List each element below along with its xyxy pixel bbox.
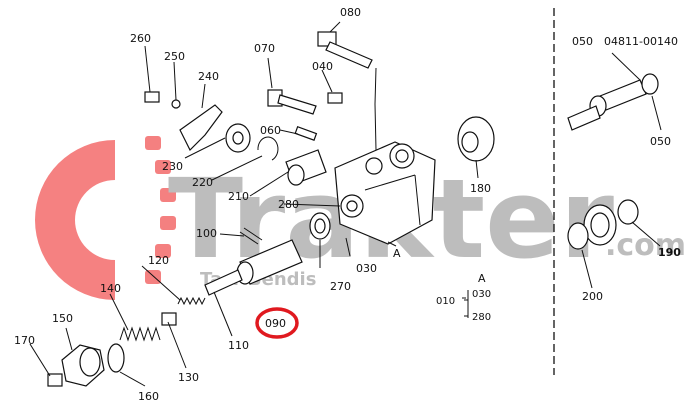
kit-label: 050: [572, 35, 593, 48]
assembly-bracket: A 010 030 280: [436, 272, 491, 323]
lever-240-drawing: [179, 104, 223, 152]
washer-250-drawing: [171, 99, 181, 109]
part-label-210: 210: [228, 190, 249, 203]
assembly-ref: A: [478, 272, 486, 285]
part-label-120: 120: [148, 254, 169, 267]
part-labels: 080 070 040 060 260 250 240 230 220 210 …: [14, 6, 681, 403]
part-label-280: 280: [278, 198, 299, 211]
pin-100-drawing: [239, 227, 263, 245]
watermark-logo: [35, 136, 176, 300]
part-label-190: 190: [658, 246, 681, 259]
kit-050-drawing: [567, 73, 659, 131]
part-label-230: 230: [162, 160, 183, 173]
part-label-130: 130: [178, 371, 199, 384]
spring-140-drawing: [119, 326, 161, 342]
bolt-070-drawing: [267, 89, 317, 115]
assembly-item-030: 030: [472, 289, 491, 300]
part-label-170: 170: [14, 334, 35, 347]
part-label-100: 100: [196, 227, 217, 240]
seal-200-drawing: [567, 204, 617, 250]
spring-120-drawing: [177, 296, 206, 306]
callout-a-label: A: [393, 247, 401, 260]
part-label-180: 180: [470, 182, 491, 195]
oring-190-drawing: [617, 199, 639, 225]
part-label-080: 080: [340, 6, 361, 19]
part-label-070: 070: [254, 42, 275, 55]
assembly-main: 010: [436, 296, 455, 307]
part-label-250: 250: [164, 50, 185, 63]
bolt-260-drawing: [144, 91, 160, 103]
assembly-item-280: 280: [472, 312, 491, 323]
part-label-040: 040: [312, 60, 333, 73]
part-label-110: 110: [228, 339, 249, 352]
part-label-220: 220: [192, 176, 213, 189]
shaft-210-drawing: [285, 149, 327, 186]
oring-160-drawing: [107, 343, 125, 373]
part-label-260: 260: [130, 32, 151, 45]
part-label-030: 030: [356, 262, 377, 275]
valve-body-drawing: [334, 141, 436, 245]
spool-110-drawing: [204, 269, 243, 296]
highlighted-part-090: 090: [255, 307, 299, 339]
highlight-ring: [255, 307, 299, 339]
part-label-140: 140: [100, 282, 121, 295]
part-label-060: 060: [260, 124, 281, 137]
disc-180-drawing: [457, 116, 495, 162]
bolt-080-drawing: [317, 31, 373, 69]
circlip-220-drawing: [257, 136, 279, 161]
part-label-270: 270: [330, 280, 351, 293]
part-label-240: 240: [198, 70, 219, 83]
oring-270-drawing: [309, 212, 331, 240]
leader-lines: [29, 21, 662, 387]
part-label-050: 050: [650, 135, 671, 148]
kit-part-number: 04811-00140: [604, 35, 678, 48]
screw-170-drawing: [47, 373, 63, 387]
part-label-090: 090: [265, 317, 286, 330]
bearing-230-drawing: [225, 123, 251, 153]
part-label-150: 150: [52, 312, 73, 325]
part-label-160: 160: [138, 390, 159, 403]
plug-040-drawing: [327, 92, 343, 104]
part-label-200: 200: [582, 290, 603, 303]
pin-060-drawing: [294, 125, 318, 141]
cap-150-drawing: [61, 344, 105, 387]
